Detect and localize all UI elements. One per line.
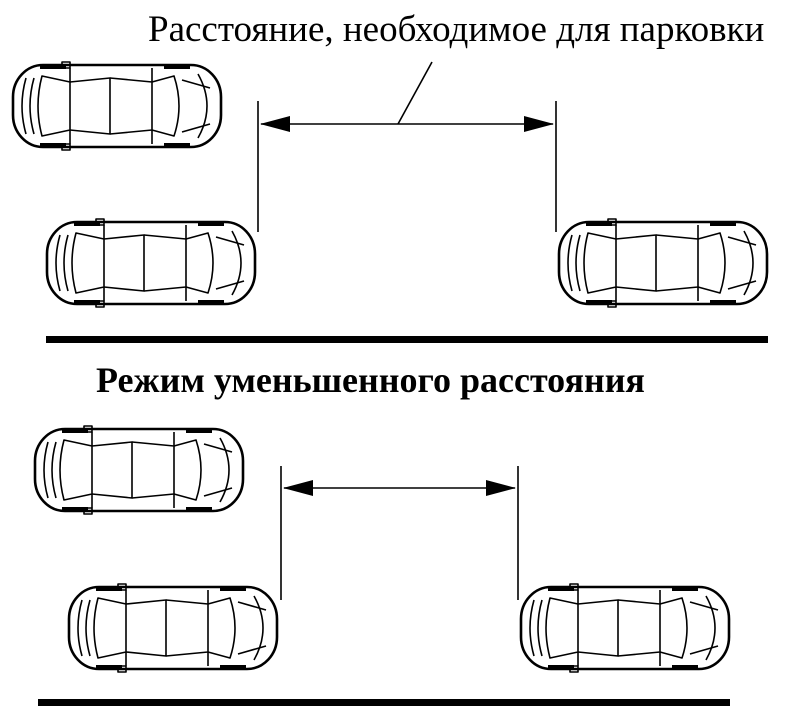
parked-car-front-bottom	[519, 582, 731, 674]
caption-leader-line	[397, 61, 433, 125]
parked-car-rear-bottom	[67, 582, 279, 674]
parked-car-rear-top	[45, 217, 257, 309]
curb-line-top	[46, 336, 768, 343]
moving-car-bottom	[33, 424, 245, 516]
parked-car-front-top	[557, 217, 769, 309]
curb-line-bottom	[38, 699, 730, 706]
reduced-mode-title: Режим уменьшенного расстояния	[96, 360, 645, 400]
moving-car-top	[11, 60, 223, 152]
distance-caption: Расстояние, необходимое для парковки	[148, 9, 765, 50]
